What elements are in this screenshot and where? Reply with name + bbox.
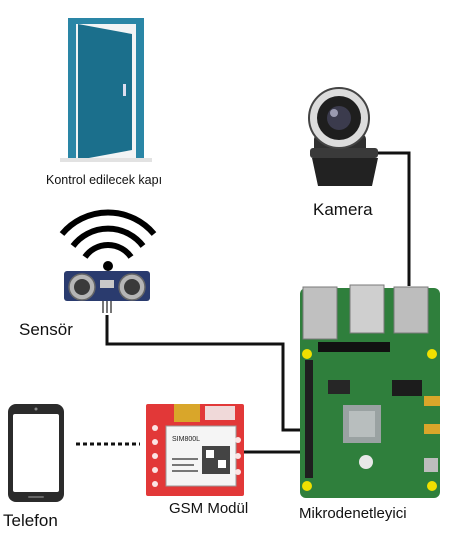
raspberry-pi-board-icon: [300, 285, 440, 498]
microcontroller-label: Mikrodenetleyici: [299, 506, 407, 521]
door-icon: [60, 18, 152, 162]
door-label: Kontrol edilecek kapı: [46, 174, 162, 187]
webcam-icon: [309, 88, 378, 186]
camera-to-mcu-wire: [378, 153, 409, 286]
wifi-signal-icon: [62, 213, 154, 271]
sensor-label: Sensör: [19, 321, 73, 338]
phone-label: Telefon: [3, 512, 58, 529]
gsm-chip-print: SIM800L: [172, 436, 200, 443]
gsm-module-icon: SIM800L: [146, 404, 244, 496]
gsm-module-label: GSM Modül: [169, 501, 248, 516]
smartphone-icon: [8, 404, 64, 502]
ultrasonic-sensor-icon: [64, 271, 150, 313]
camera-label: Kamera: [313, 201, 373, 218]
